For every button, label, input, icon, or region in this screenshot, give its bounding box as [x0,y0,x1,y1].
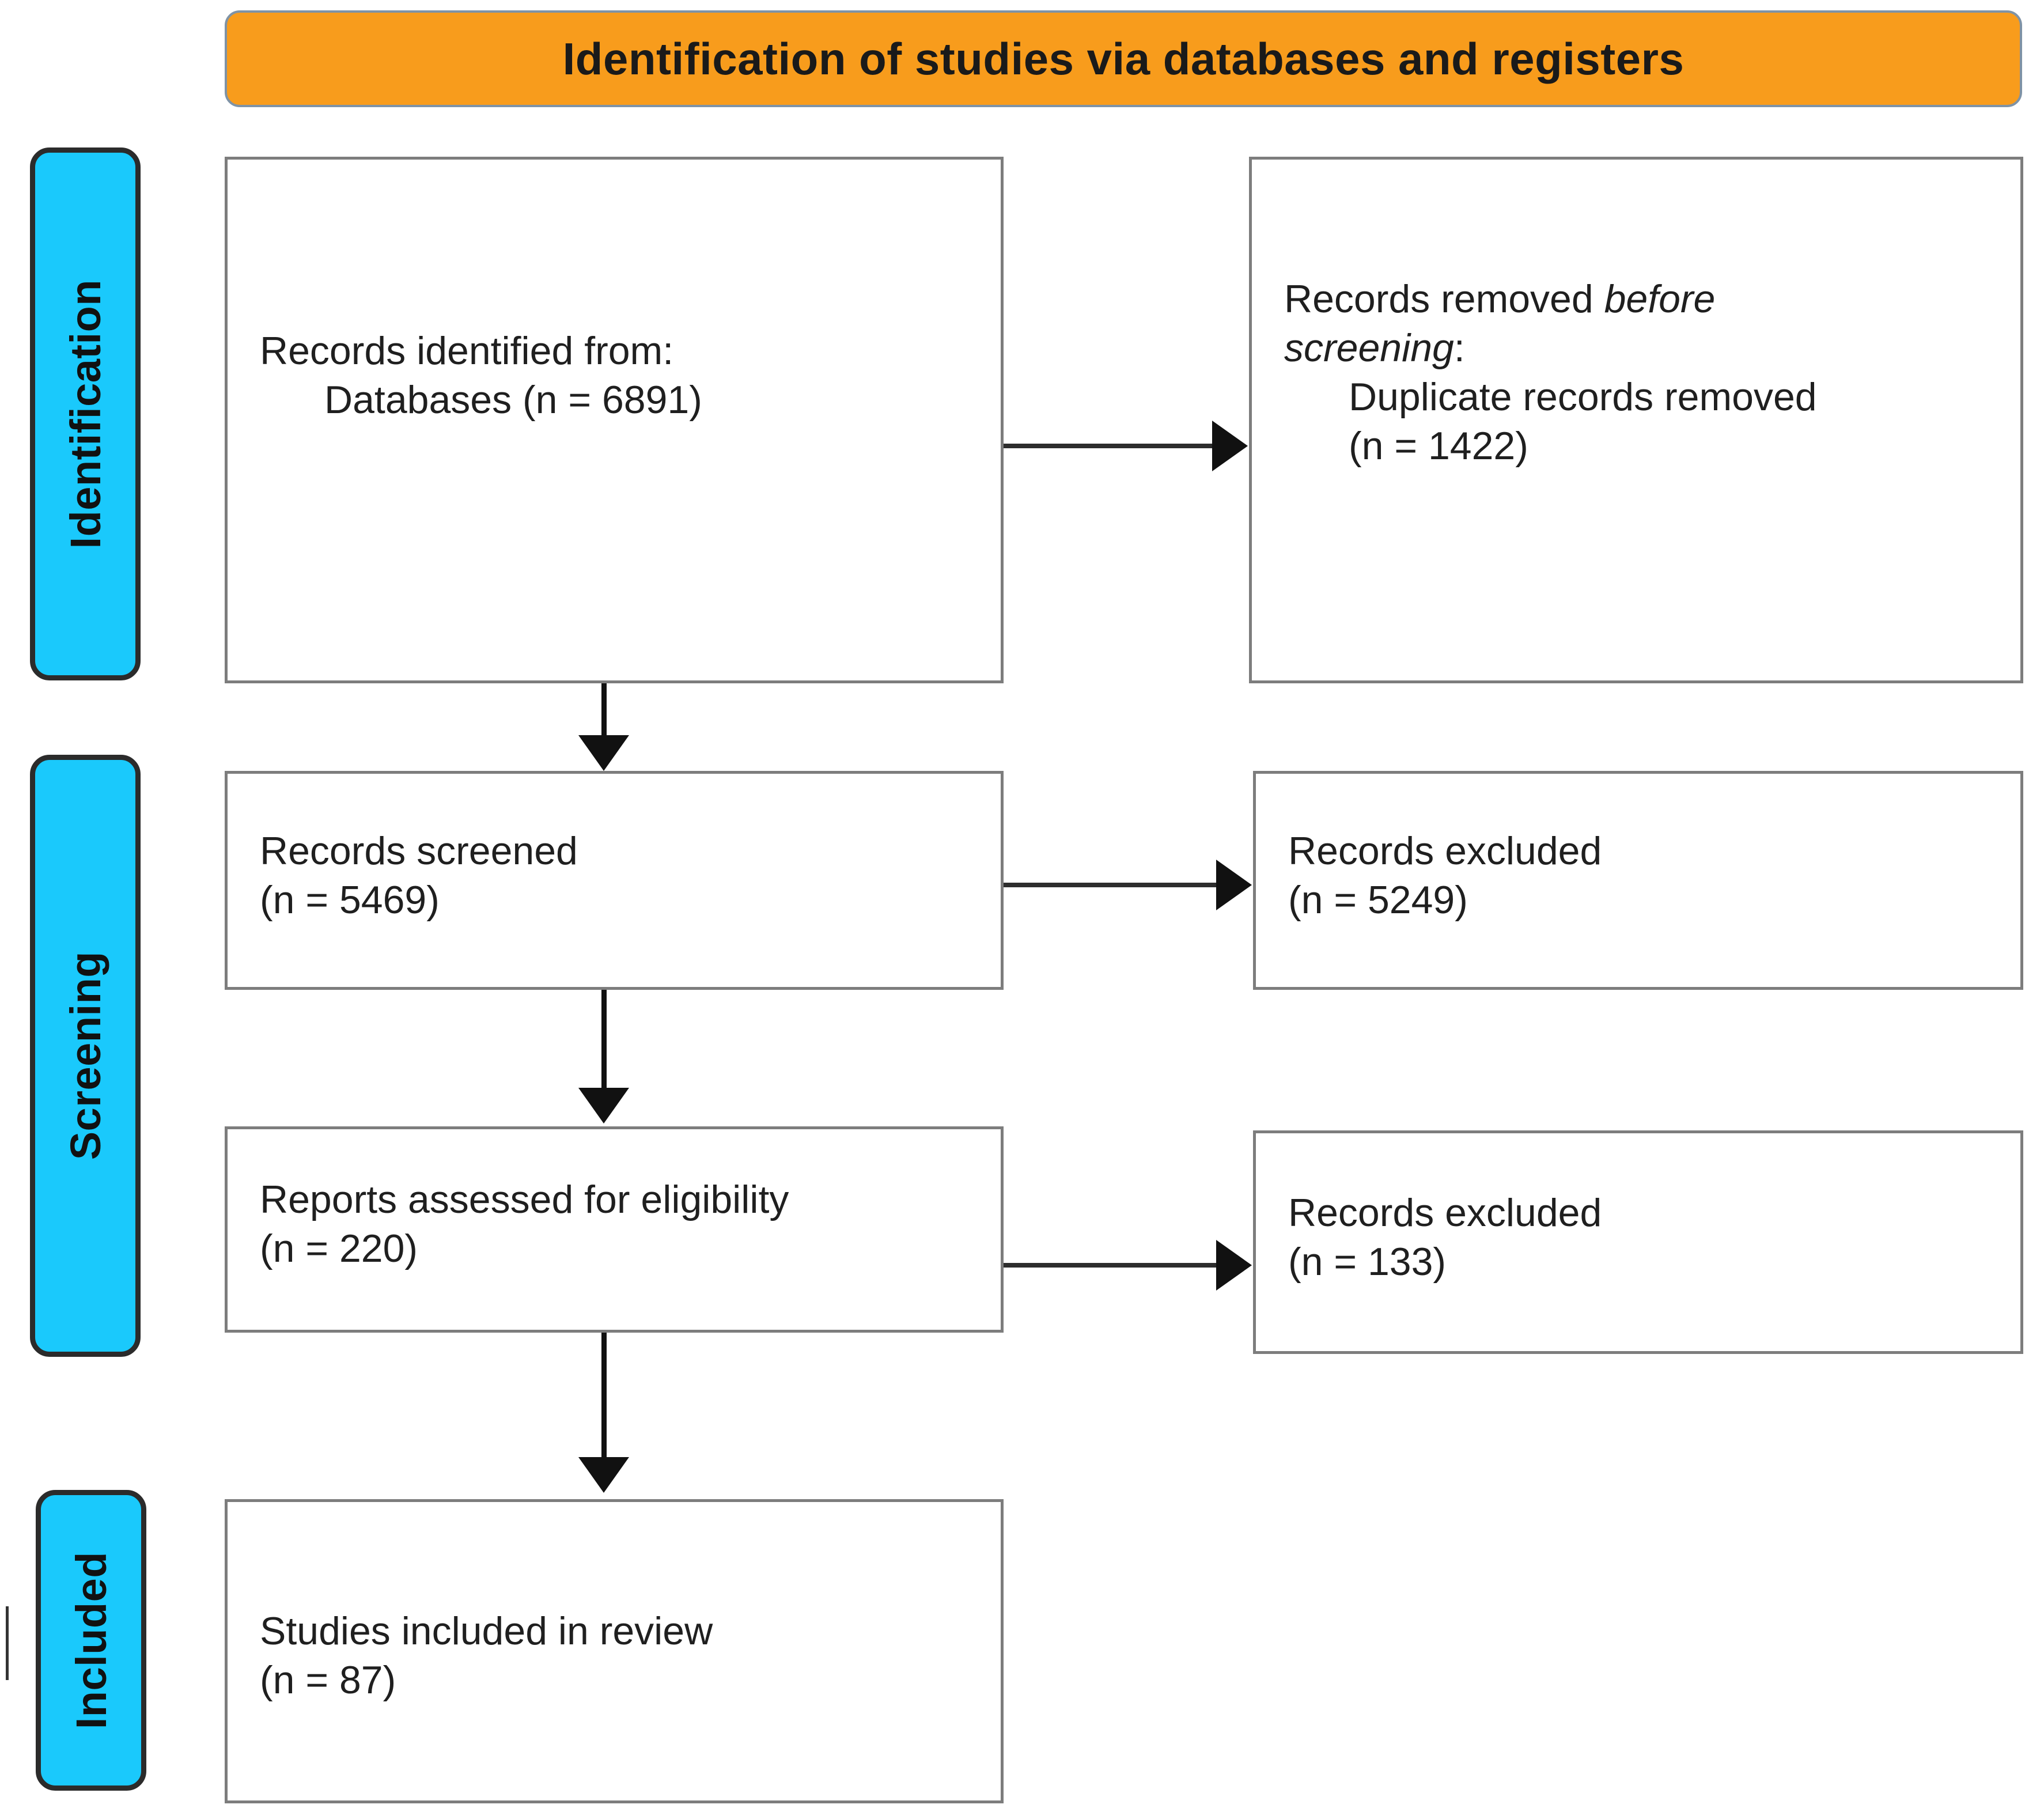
arrow-identified-to-removed-head-icon [1212,421,1248,471]
records-removed-italic-before: before [1604,277,1716,321]
arrow-identified-to-removed-line [1004,444,1214,448]
records-removed-line-4: (n = 1422) [1349,424,1528,468]
box-records-screened-content: Records screened (n = 5469) [260,827,980,925]
stage-tab-included: Included [36,1490,146,1791]
records-removed-italic-screening: screening [1284,326,1454,370]
box-reports-assessed-eligibility-content: Reports assessed for eligibility (n = 22… [260,1175,980,1273]
records-excluded-screening-line-2: (n = 5249) [1288,878,1468,922]
phase-header-banner: Identification of studies via databases … [225,10,2022,107]
box-studies-included: Studies included in review (n = 87) [225,1499,1004,1803]
box-records-removed: Records removed before screening: Duplic… [1249,157,2023,683]
box-records-excluded-screening: Records excluded (n = 5249) [1253,771,2023,990]
reports-eligibility-line-1: Reports assessed for eligibility [260,1178,789,1221]
records-removed-line-1: Records removed before [1284,275,2000,324]
box-records-identified-content: Records identified from: Databases (n = … [260,327,980,425]
records-identified-line-1: Records identified from: [260,329,674,373]
arrow-identified-to-screened-head-icon [578,735,629,771]
box-records-excluded-eligibility-content: Records excluded (n = 133) [1288,1189,2000,1287]
records-removed-colon: : [1453,326,1465,370]
arrow-screened-to-excluded-head-icon [1216,860,1252,910]
stray-tick-mark [6,1606,9,1680]
records-excluded-eligibility-line-1: Records excluded [1288,1191,1602,1235]
records-removed-prefix: Records removed [1284,277,1604,321]
studies-included-line-2: (n = 87) [260,1658,396,1702]
records-removed-line-3: Duplicate records removed [1349,375,1817,419]
arrow-eligibility-to-included-line [601,1333,607,1457]
arrow-screened-to-excluded-line [1004,883,1218,887]
arrow-screened-to-eligibility-head-icon [578,1088,629,1123]
stage-tab-identification-label: Identification [61,279,109,549]
arrow-eligibility-to-excluded-head-icon [1216,1240,1252,1291]
stage-tab-screening: Screening [30,755,141,1357]
records-screened-line-2: (n = 5469) [260,878,440,922]
box-records-removed-content: Records removed before screening: Duplic… [1284,275,2000,471]
records-excluded-screening-line-1: Records excluded [1288,829,1602,873]
records-removed-line-2: screening: [1284,324,2000,373]
reports-eligibility-line-2: (n = 220) [260,1227,418,1270]
box-studies-included-content: Studies included in review (n = 87) [260,1607,980,1705]
arrow-eligibility-to-included-head-icon [578,1457,629,1493]
box-records-identified: Records identified from: Databases (n = … [225,157,1004,683]
studies-included-line-1: Studies included in review [260,1609,713,1653]
records-excluded-eligibility-line-2: (n = 133) [1288,1240,1447,1284]
stage-tab-included-label: Included [67,1551,115,1730]
arrow-screened-to-eligibility-line [601,990,607,1088]
box-records-excluded-screening-content: Records excluded (n = 5249) [1288,827,2000,925]
box-records-screened: Records screened (n = 5469) [225,771,1004,990]
records-screened-line-1: Records screened [260,829,578,873]
records-identified-line-2: Databases (n = 6891) [324,378,702,422]
phase-header-title: Identification of studies via databases … [562,33,1685,84]
box-records-excluded-eligibility: Records excluded (n = 133) [1253,1130,2023,1354]
arrow-eligibility-to-excluded-line [1004,1263,1218,1268]
box-reports-assessed-eligibility: Reports assessed for eligibility (n = 22… [225,1126,1004,1333]
stage-tab-identification: Identification [30,147,141,680]
arrow-identified-to-screened-line [601,683,607,741]
stage-tab-screening-label: Screening [61,951,109,1160]
